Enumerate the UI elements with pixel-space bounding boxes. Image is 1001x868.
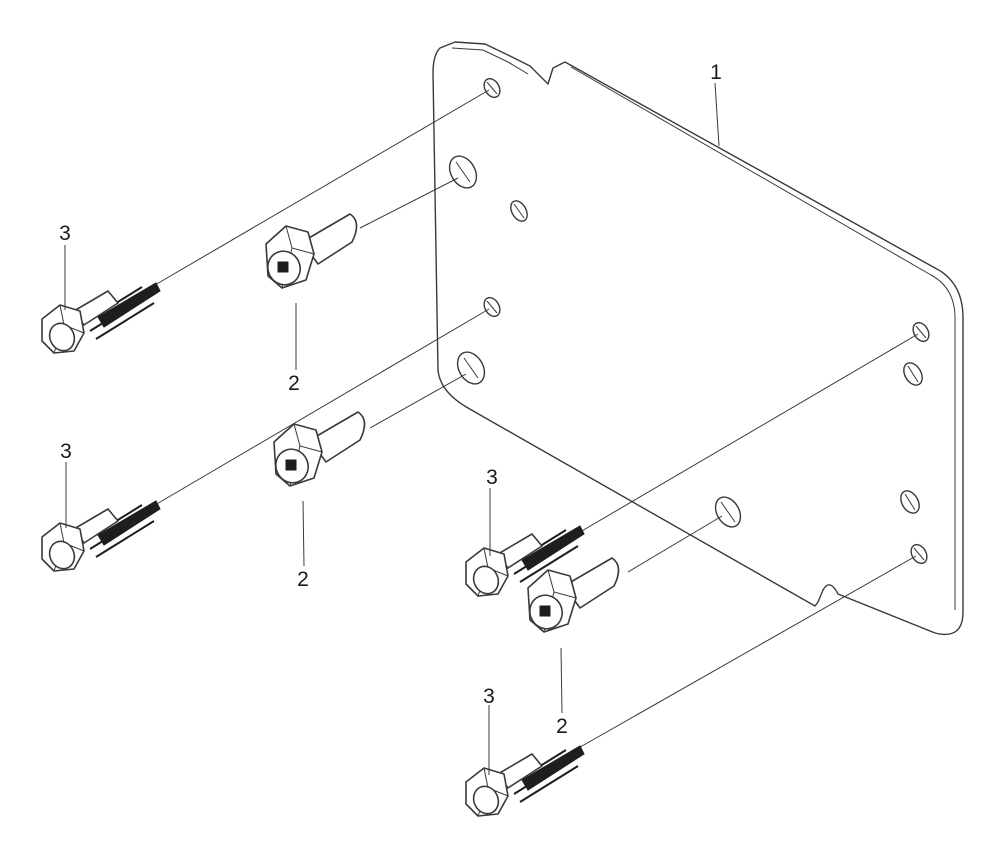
callout-labels: 1 2 2 2 3 3 3 3 bbox=[59, 61, 722, 738]
alignment-lines bbox=[154, 89, 919, 751]
callout-label-shoulder-bolt: 2 bbox=[288, 372, 300, 395]
callout-label-shoulder-bolt: 2 bbox=[297, 568, 309, 591]
plate-holes bbox=[448, 77, 930, 565]
callout-label-shoulder-bolt: 2 bbox=[556, 715, 568, 738]
mounting-plate bbox=[432, 41, 964, 636]
plate-hole bbox=[903, 362, 923, 386]
callout-label-plate: 1 bbox=[710, 61, 722, 84]
plate-hole-large bbox=[456, 351, 486, 385]
shoulder-bolt bbox=[269, 411, 366, 489]
plate-hole bbox=[900, 490, 920, 514]
callout-label-flange-bolt: 3 bbox=[483, 685, 495, 708]
callout-label-flange-bolt: 3 bbox=[59, 222, 71, 245]
flange-bolt bbox=[465, 745, 585, 819]
plate-outline bbox=[432, 41, 964, 636]
callout-leaders bbox=[64, 82, 720, 775]
flange-bolt bbox=[41, 282, 161, 356]
plate-hole-large bbox=[714, 496, 742, 528]
callout-label-flange-bolt: 3 bbox=[486, 466, 498, 489]
shoulder-bolt bbox=[261, 213, 358, 291]
flange-bolt bbox=[41, 500, 161, 574]
plate-hole bbox=[510, 200, 528, 222]
plate-hole-large bbox=[448, 155, 478, 189]
callout-label-flange-bolt: 3 bbox=[60, 440, 72, 463]
plate-tab-edge bbox=[451, 47, 529, 75]
plate-edge bbox=[570, 66, 956, 610]
